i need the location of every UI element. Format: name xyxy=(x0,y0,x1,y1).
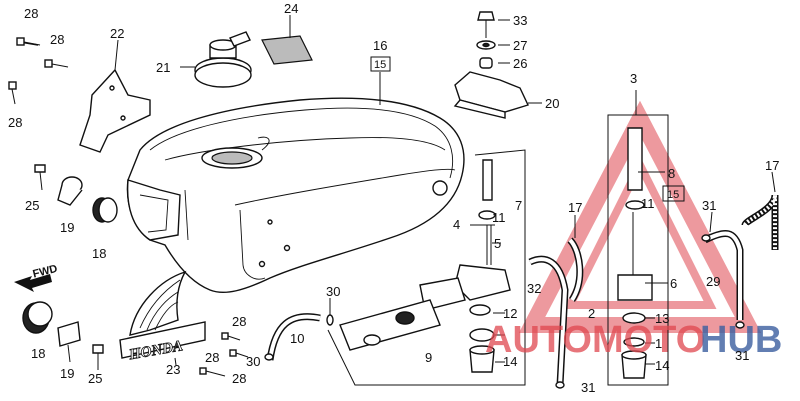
callout-30: 30 xyxy=(326,284,340,299)
callout-14: 14 xyxy=(655,358,669,373)
watermark-logo xyxy=(518,100,762,333)
callout-32: 32 xyxy=(527,281,541,296)
callout-17: 17 xyxy=(765,158,779,173)
callout-25: 25 xyxy=(88,371,102,386)
callout-15: 15 xyxy=(374,59,386,71)
callout-30: 30 xyxy=(246,354,260,369)
watermark-text-red: AUTOMOTO xyxy=(485,319,705,361)
callout-5: 5 xyxy=(494,236,501,251)
callout-18: 18 xyxy=(92,246,106,261)
callout-labels: 28 28 28 22 24 21 16 15 33 27 26 20 3 8 … xyxy=(8,1,779,395)
mount-parts-upper-left xyxy=(34,164,118,223)
mount-parts-lower-left xyxy=(22,301,104,370)
fuel-cock-assembly-3 xyxy=(607,90,685,386)
callout-2: 2 xyxy=(588,306,595,321)
callout-28: 28 xyxy=(24,6,38,21)
callout-11: 11 xyxy=(492,210,506,225)
callout-17: 17 xyxy=(568,200,582,215)
callout-3: 3 xyxy=(630,71,637,86)
callout-1: 1 xyxy=(655,336,662,351)
rubber-mount-20 xyxy=(453,71,542,119)
callout-8: 8 xyxy=(668,166,675,181)
callout-11: 11 xyxy=(641,196,655,211)
callout-19: 19 xyxy=(60,220,74,235)
callout-6: 6 xyxy=(670,276,677,291)
fuel-cap-21 xyxy=(180,31,252,88)
callout-10: 10 xyxy=(290,331,304,346)
callout-33: 33 xyxy=(513,13,527,28)
callout-28: 28 xyxy=(232,371,246,386)
fwd-label: FWD xyxy=(32,263,59,281)
callout-25: 25 xyxy=(25,198,39,213)
fuel-tank xyxy=(126,97,465,293)
leader-16 xyxy=(370,56,391,105)
callout-13: 13 xyxy=(655,311,669,326)
callout-16: 16 xyxy=(373,38,387,53)
bolt-stack-33-27-26 xyxy=(476,11,510,69)
callout-26: 26 xyxy=(513,56,527,71)
honda-emblem-23 xyxy=(119,270,206,366)
callout-24: 24 xyxy=(284,1,298,16)
bolts-28-bottom xyxy=(199,332,249,377)
callout-31: 31 xyxy=(702,198,716,213)
callout-21: 21 xyxy=(156,60,170,75)
callout-31: 31 xyxy=(581,380,595,395)
callout-19: 19 xyxy=(60,366,74,381)
callout-14: 14 xyxy=(503,354,517,369)
callout-15: 15 xyxy=(667,189,679,201)
callout-27: 27 xyxy=(513,38,527,53)
fuel-hose-10 xyxy=(264,298,334,361)
callout-28: 28 xyxy=(50,32,64,47)
bolts-28-top xyxy=(8,37,69,105)
fuel-hose-17-32 xyxy=(528,215,584,389)
breather-hose-17-29 xyxy=(701,171,779,329)
callout-28: 28 xyxy=(232,314,246,329)
callout-22: 22 xyxy=(110,26,124,41)
callout-12: 12 xyxy=(503,306,517,321)
watermark-text: AUTOMOTO HUB xyxy=(485,319,782,361)
bracket-22 xyxy=(79,39,151,153)
callout-28: 28 xyxy=(205,350,219,365)
tank-decal-24 xyxy=(261,15,313,65)
watermark-text-blue: HUB xyxy=(700,319,782,361)
fwd-arrow xyxy=(14,274,52,292)
callout-29: 29 xyxy=(706,274,720,289)
callout-31: 31 xyxy=(735,348,749,363)
callout-20: 20 xyxy=(545,96,559,111)
callout-4: 4 xyxy=(453,217,460,232)
callout-23: 23 xyxy=(166,362,180,377)
callout-9: 9 xyxy=(425,350,432,365)
callout-28: 28 xyxy=(8,115,22,130)
callout-18: 18 xyxy=(31,346,45,361)
fuel-cock-assembly-4 xyxy=(327,149,526,386)
callout-7: 7 xyxy=(515,198,522,213)
